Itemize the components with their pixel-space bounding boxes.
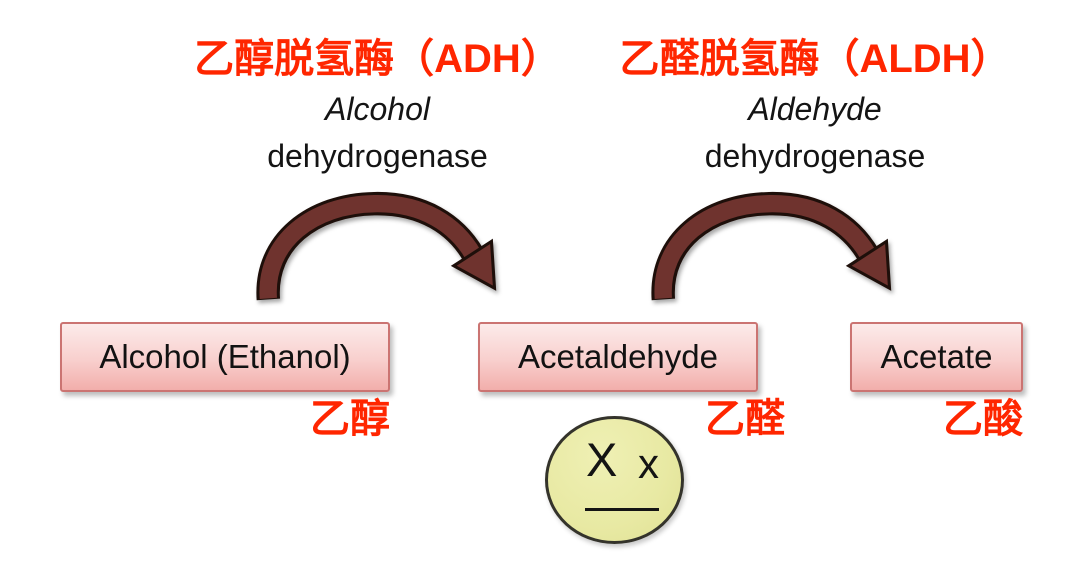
compound-box-ethanol: Alcohol (Ethanol) (60, 322, 390, 392)
compound-box-acetate: Acetate (850, 322, 1023, 392)
aldh-english-name-line2: dehydrogenase (704, 138, 926, 174)
compound-box-acetaldehyde-label: Acetaldehyde (518, 338, 718, 375)
chinese-label-acetaldehyde: 乙醛 (705, 397, 785, 441)
adh-chinese-title: 乙醇脱氢酶（ADH） (194, 37, 561, 81)
dead-face-left-eye: X (586, 433, 618, 486)
curved-arrow-icon-aldh (651, 191, 892, 301)
aldh-chinese-title: 乙醛脱氢酶（ALDH） (619, 37, 1011, 81)
curved-arrow-icon-adh (256, 191, 497, 301)
dead-face-mouth (585, 508, 659, 511)
enzyme-label-adh: 乙醇脱氢酶（ADH） Alcohol dehydrogenase (145, 32, 610, 180)
dead-face-icon: X x (545, 416, 684, 544)
chinese-label-acetate: 乙酸 (943, 397, 1023, 441)
adh-english-name: Alcohol (325, 91, 430, 127)
chinese-label-ethanol: 乙醇 (310, 397, 390, 441)
compound-box-acetate-label: Acetate (880, 338, 993, 375)
aldh-english-name: Aldehyde (748, 91, 882, 127)
dead-face-right-eye: x (638, 440, 659, 487)
compound-box-ethanol-label: Alcohol (Ethanol) (99, 338, 351, 375)
enzyme-label-aldh: 乙醛脱氢酶（ALDH） Aldehyde dehydrogenase (597, 32, 1033, 180)
adh-english-name-line2: dehydrogenase (267, 138, 488, 174)
compound-box-acetaldehyde: Acetaldehyde (478, 322, 758, 392)
